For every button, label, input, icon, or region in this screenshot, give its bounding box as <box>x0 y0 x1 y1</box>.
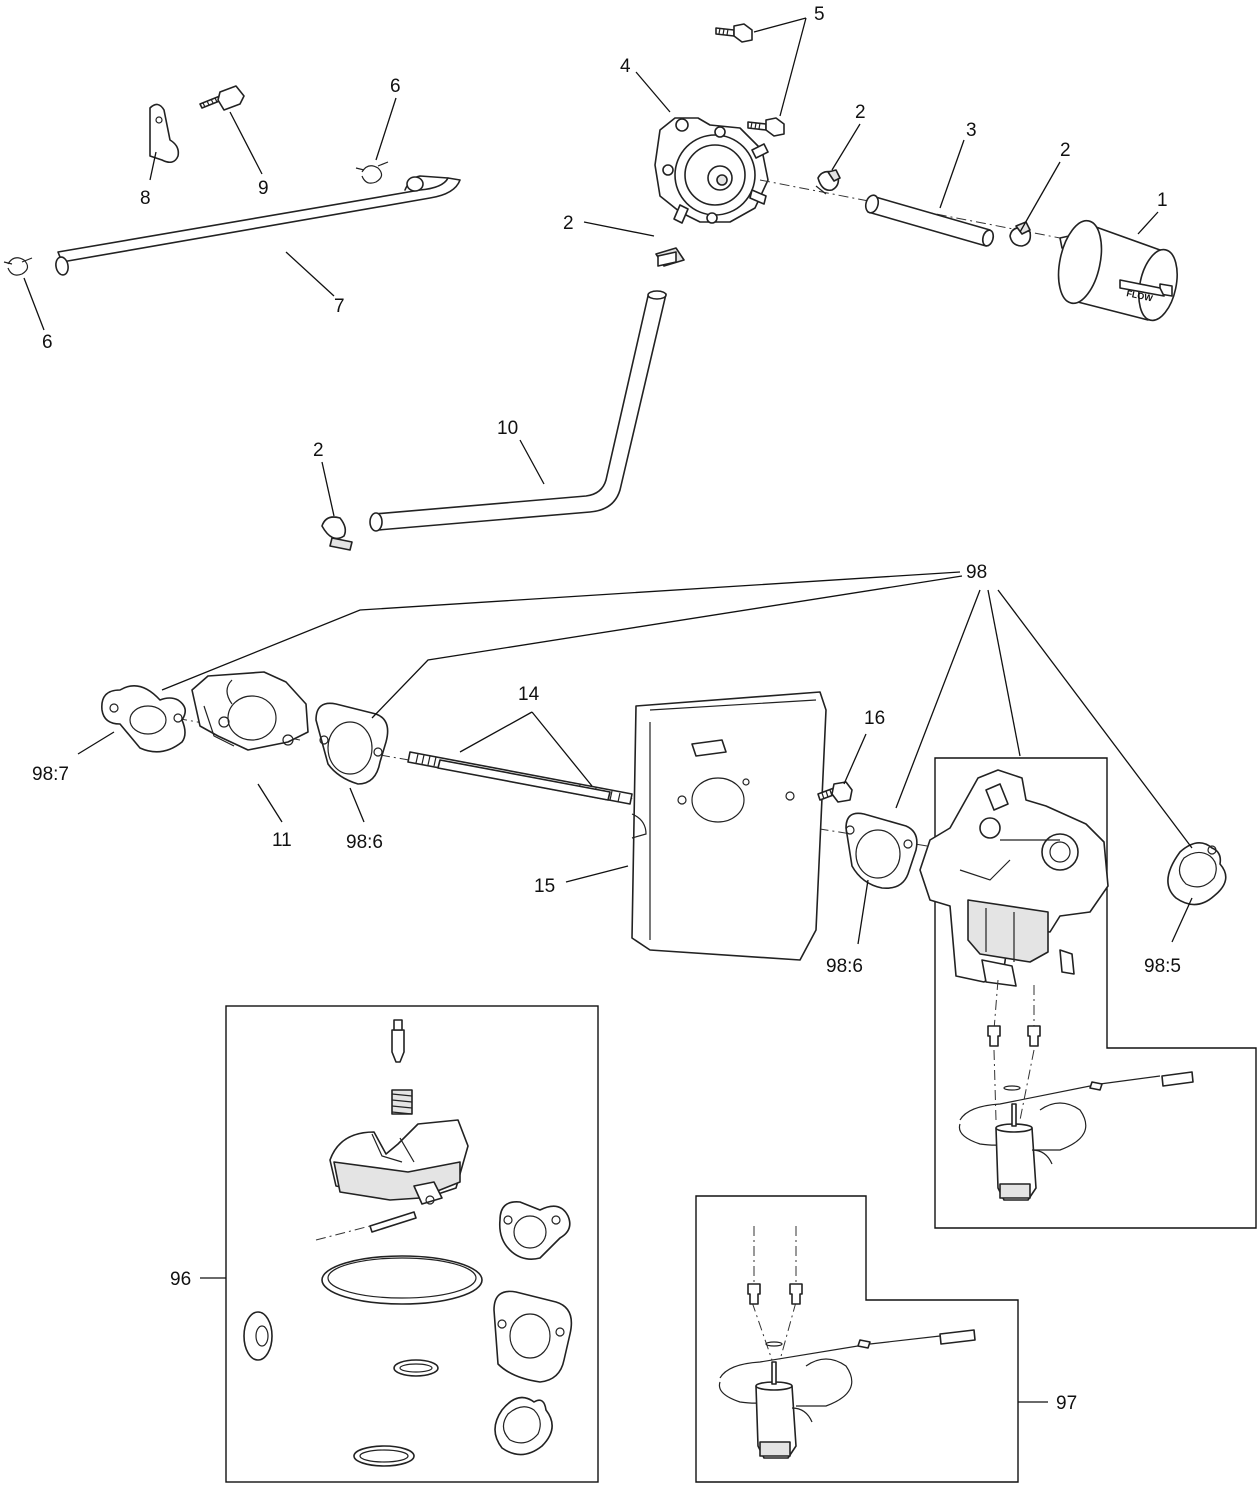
gasket-98-6-right <box>845 812 918 890</box>
overhaul-kit-frame <box>225 1005 599 1483</box>
callout-1: 1 <box>1157 190 1168 211</box>
callout-8: 8 <box>140 188 151 209</box>
screw-5-bottom <box>747 117 785 137</box>
gasket-98-7 <box>101 684 186 753</box>
callout-3: 3 <box>966 120 977 141</box>
callout-2-pump: 2 <box>563 213 574 234</box>
bolt-9 <box>199 85 245 111</box>
callout-6-top: 6 <box>390 76 401 97</box>
o-ring-small <box>393 1359 439 1377</box>
callout-2-lower: 2 <box>313 440 324 461</box>
callout-15: 15 <box>534 876 555 897</box>
washer <box>243 1311 273 1361</box>
fuel-hose-7 <box>55 175 461 276</box>
main-jets <box>987 1025 1041 1091</box>
kit-jets <box>747 1283 803 1347</box>
callout-14: 14 <box>518 684 540 705</box>
screw-5-top <box>715 23 753 43</box>
hose-clamp-6-top <box>355 161 389 184</box>
center-line-pump-filter <box>759 179 1061 239</box>
gasket-98-6-left <box>315 702 389 785</box>
callout-labels: 1 2 2 2 2 3 4 5 6 6 7 8 9 10 11 14 15 16… <box>32 4 1181 1414</box>
gasket-98-5 <box>1167 842 1227 906</box>
screw-16 <box>817 781 853 803</box>
callout-98-5: 98:5 <box>1144 956 1181 977</box>
clamp-2-lower <box>321 516 353 551</box>
clamp-2-upper-right <box>1009 221 1032 247</box>
center-lines-solenoid-kit <box>751 1226 797 1361</box>
callout-96: 96 <box>170 1269 191 1290</box>
carburetor-body <box>919 769 1109 987</box>
carburetor-assembly-frame <box>934 757 1257 1229</box>
callout-6-left: 6 <box>42 332 53 353</box>
kit-gasket-o-shape <box>494 1396 553 1456</box>
solenoid-kit-frame <box>695 1195 1019 1483</box>
callout-2-mid: 2 <box>855 102 866 123</box>
center-lines-jets <box>993 979 1035 1121</box>
fuel-hose-10 <box>369 290 667 532</box>
callout-98-6-left: 98:6 <box>346 832 383 853</box>
heat-shield-15 <box>631 691 827 961</box>
callout-5: 5 <box>814 4 825 25</box>
callout-2-right: 2 <box>1060 140 1071 161</box>
callout-7: 7 <box>334 296 345 317</box>
callout-98-7: 98:7 <box>32 764 69 785</box>
callout-97: 97 <box>1056 1393 1077 1414</box>
clamp-2-upper-left <box>815 169 841 195</box>
callout-11: 11 <box>272 830 292 851</box>
fuel-solenoid-upper <box>958 1071 1194 1201</box>
callout-98-6-right: 98:6 <box>826 956 863 977</box>
callout-10: 10 <box>497 418 518 439</box>
hose-clamp-6-left <box>3 257 33 276</box>
float-needle <box>391 1019 405 1063</box>
kit-gasket-lower <box>493 1290 573 1383</box>
o-ring-large <box>353 1445 415 1467</box>
spacer-11 <box>191 671 309 751</box>
studs-14 <box>407 751 633 805</box>
callout-16: 16 <box>864 708 885 729</box>
bowl-gasket-ring <box>321 1255 483 1305</box>
fuel-filter-1: FLOW <box>1057 219 1178 322</box>
fuel-pump-4 <box>654 117 769 224</box>
float-pin <box>315 1211 417 1241</box>
callout-98: 98 <box>966 562 987 583</box>
clamp-2-below-pump <box>655 247 685 267</box>
leader-lines <box>23 17 1193 1403</box>
kit-gasket-upper <box>498 1201 571 1260</box>
spring <box>391 1089 413 1115</box>
fuel-solenoid-kit <box>718 1329 976 1459</box>
fuel-hose-3 <box>864 194 995 247</box>
callout-4: 4 <box>620 56 631 77</box>
carb-float <box>329 1119 469 1205</box>
callout-9: 9 <box>258 178 269 199</box>
hose-clip-8 <box>149 103 180 164</box>
